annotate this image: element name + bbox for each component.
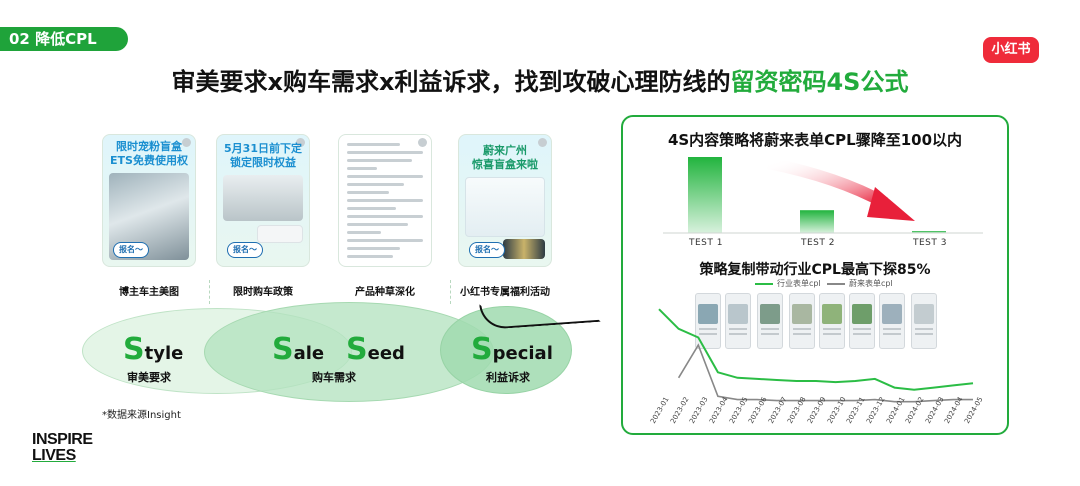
post-thumbnail: [911, 293, 937, 349]
decline-arrow: [766, 157, 888, 209]
test-label-2: TEST 2: [801, 238, 835, 248]
signup-button: 报名～: [469, 242, 505, 258]
divider: [209, 280, 210, 304]
data-source-note: *数据来源Insight: [102, 410, 181, 421]
style-word: Style: [123, 332, 184, 367]
arrow-head-icon: [867, 187, 915, 221]
page-headline: 审美要求x购车需求x利益诉求，找到攻破心理防线的留资密码4S公式: [0, 62, 1080, 97]
bar-2: [800, 210, 834, 233]
post-thumbnail: [879, 293, 905, 349]
legend-nio: 蔚来表单cpl: [827, 278, 893, 289]
post-thumbnail: [819, 293, 845, 349]
headline-part1: 审美要求x购车需求x利益诉求，找到攻破心理防线的: [171, 68, 731, 96]
info-icon: [296, 138, 305, 147]
series-line-2: [677, 343, 973, 403]
scribble-mark: [479, 295, 601, 331]
bar-1: [688, 157, 722, 233]
post-thumbnail: [757, 293, 783, 349]
card-title-4: 蔚来广州: [483, 144, 527, 157]
info-icon: [418, 138, 427, 147]
bar-3: [912, 231, 946, 233]
card-title-2: 5月31日前下定: [224, 142, 302, 155]
signup-button: 报名～: [227, 242, 263, 258]
center-label: 购车需求: [312, 371, 356, 384]
card-subtitle-1: ETS免费使用权: [110, 154, 188, 167]
car-photo: [223, 175, 303, 221]
perk-list: [257, 225, 303, 243]
section-tag: 02 降低CPL: [0, 27, 128, 51]
post-thumbnail: [849, 293, 875, 349]
card-caption-1: 博主车主美图: [119, 287, 179, 298]
cpl-bar-chart: [663, 157, 983, 234]
style-label: 审美要求: [127, 371, 171, 384]
cpl-line-chart: [658, 308, 974, 403]
series-line-1: [658, 308, 974, 391]
card-caption-4: 小红书专属福利活动: [460, 287, 550, 298]
test-label-3: TEST 3: [913, 238, 947, 248]
info-icon: [538, 138, 547, 147]
card-limited-policy: 5月31日前下定 锁定限时权益 报名～: [216, 134, 310, 267]
legend-industry: 行业表单cpl: [755, 278, 821, 289]
bottom-chart-title: 策略复制带动行业CPL最高下探85%: [699, 262, 931, 278]
info-icon: [182, 138, 191, 147]
legend-swatch: [755, 282, 773, 285]
headline-part2: 留资密码4S公式: [730, 68, 909, 96]
card-caption-3: 产品种草深化: [355, 287, 415, 298]
seed-word: Seed: [346, 332, 405, 367]
special-word: Special: [471, 332, 553, 367]
signup-button: 报名～: [113, 242, 149, 258]
top-chart-title: 4S内容策略将蔚来表单CPL骤降至100以内: [667, 131, 963, 149]
post-thumbnail: [725, 293, 751, 349]
special-ellipse: [440, 306, 572, 394]
sale-word: Sale: [272, 332, 325, 367]
post-thumbnail: [789, 293, 815, 349]
cars-photo: [503, 239, 545, 259]
card-title-1: 限时宠粉盲盒: [116, 140, 182, 153]
card-exclusive-benefit: 蔚来广州 惊喜盲盒来啦 报名～: [458, 134, 552, 267]
test-label-1: TEST 1: [689, 238, 723, 248]
card-caption-2: 限时购车政策: [233, 287, 293, 298]
results-panel: 4S内容策略将蔚来表单CPL骤降至100以内 TEST 1 TEST 2 TES…: [621, 115, 1009, 435]
card-owner-photo: 限时宠粉盲盒 ETS免费使用权 报名～: [102, 134, 196, 267]
card-subtitle-4: 惊喜盲盒来啦: [472, 158, 538, 171]
legend-swatch: [827, 282, 845, 285]
article-text: [347, 143, 423, 263]
gift-box-photo: [465, 177, 545, 237]
special-label: 利益诉求: [486, 371, 530, 384]
divider: [450, 280, 451, 304]
xiaohongshu-logo: 小红书: [983, 37, 1039, 63]
card-subtitle-2: 锁定限时权益: [230, 156, 296, 169]
card-product-seeding: [338, 134, 432, 267]
